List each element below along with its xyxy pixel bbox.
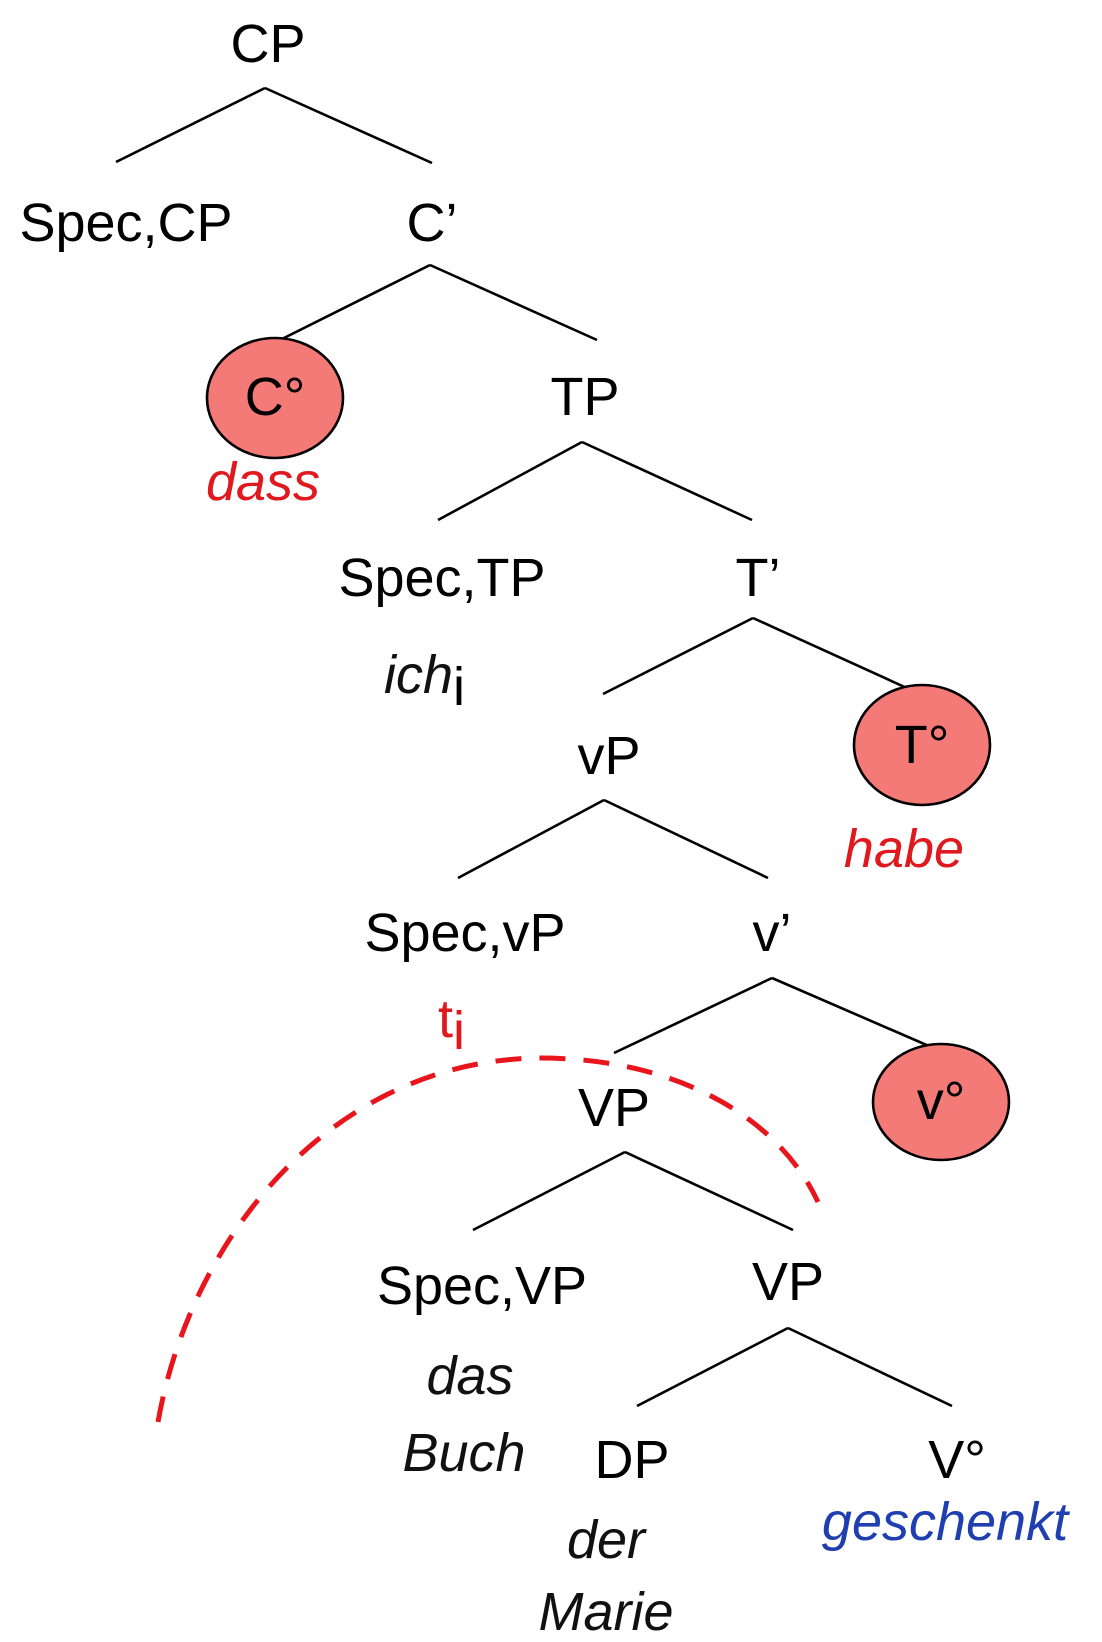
word-dass: dass <box>206 452 320 512</box>
node-c-bar: C’ <box>407 193 458 253</box>
word-das: das <box>426 1346 513 1406</box>
node-vp-lower: VP <box>752 1252 824 1312</box>
tree-edges <box>115 86 953 1408</box>
word-geschenkt: geschenkt <box>822 1492 1070 1552</box>
edge-vp-lower-dp <box>636 1326 789 1408</box>
edge-vp-spec-vp <box>457 798 605 880</box>
node-vp-upper: VP <box>578 1078 650 1138</box>
movement-arc <box>155 1055 821 1423</box>
word-der: der <box>567 1510 647 1570</box>
node-t-head: T° <box>895 715 950 775</box>
trace-t: t <box>438 989 453 1049</box>
t-head-circle <box>852 683 992 807</box>
edge-vp-upper-spec-vp <box>472 1150 626 1232</box>
edge-c-bar-c-head <box>279 263 431 342</box>
node-dp: DP <box>594 1430 669 1490</box>
edge-t-bar-t-head <box>752 616 921 696</box>
edge-v-bar-v-small-head <box>771 976 946 1055</box>
v-small-head-circle <box>871 1042 1011 1162</box>
edge-vp-v-bar <box>603 798 769 880</box>
node-t-bar: T’ <box>736 548 781 608</box>
edge-cp-c-bar <box>264 86 433 165</box>
edge-vp-upper-vp-lower <box>624 1150 794 1232</box>
trace-index: i <box>453 1001 465 1061</box>
node-spec-tp: Spec,TP <box>338 548 545 608</box>
node-tp: TP <box>550 367 619 427</box>
word-buch: Buch <box>402 1423 525 1483</box>
node-labels: CP Spec,CP C’ C° TP Spec,TP T’ vP T° Spe… <box>19 14 985 1490</box>
edge-t-bar-vp <box>602 616 754 696</box>
edge-cp-spec-cp <box>115 86 266 164</box>
edge-tp-t-bar <box>581 440 753 522</box>
node-c-head: C° <box>245 367 306 427</box>
word-ich-group: ichi <box>384 645 465 717</box>
c-head-circle <box>205 336 345 460</box>
node-v-small-head: v° <box>917 1071 966 1131</box>
word-marie: Marie <box>538 1582 673 1642</box>
node-v-head: V° <box>928 1430 986 1490</box>
edge-vp-lower-v-head <box>787 1326 953 1408</box>
lexical-items: dass ichi habe ti das Buch der Marie ges… <box>206 452 1070 1642</box>
node-vp-small: vP <box>577 726 640 786</box>
word-ich-index: i <box>453 657 465 717</box>
word-habe: habe <box>844 819 964 879</box>
node-spec-vp-big: Spec,VP <box>377 1256 587 1316</box>
word-ich: ich <box>384 645 453 705</box>
node-v-bar: v’ <box>753 903 792 963</box>
edge-c-bar-tp <box>429 263 598 342</box>
trace-group: ti <box>438 989 465 1061</box>
edge-v-bar-vp-upper <box>613 976 773 1055</box>
node-cp: CP <box>230 14 305 74</box>
node-spec-cp: Spec,CP <box>19 193 232 253</box>
edge-tp-spec-tp <box>437 440 583 522</box>
node-spec-vp-small: Spec,vP <box>364 903 565 963</box>
